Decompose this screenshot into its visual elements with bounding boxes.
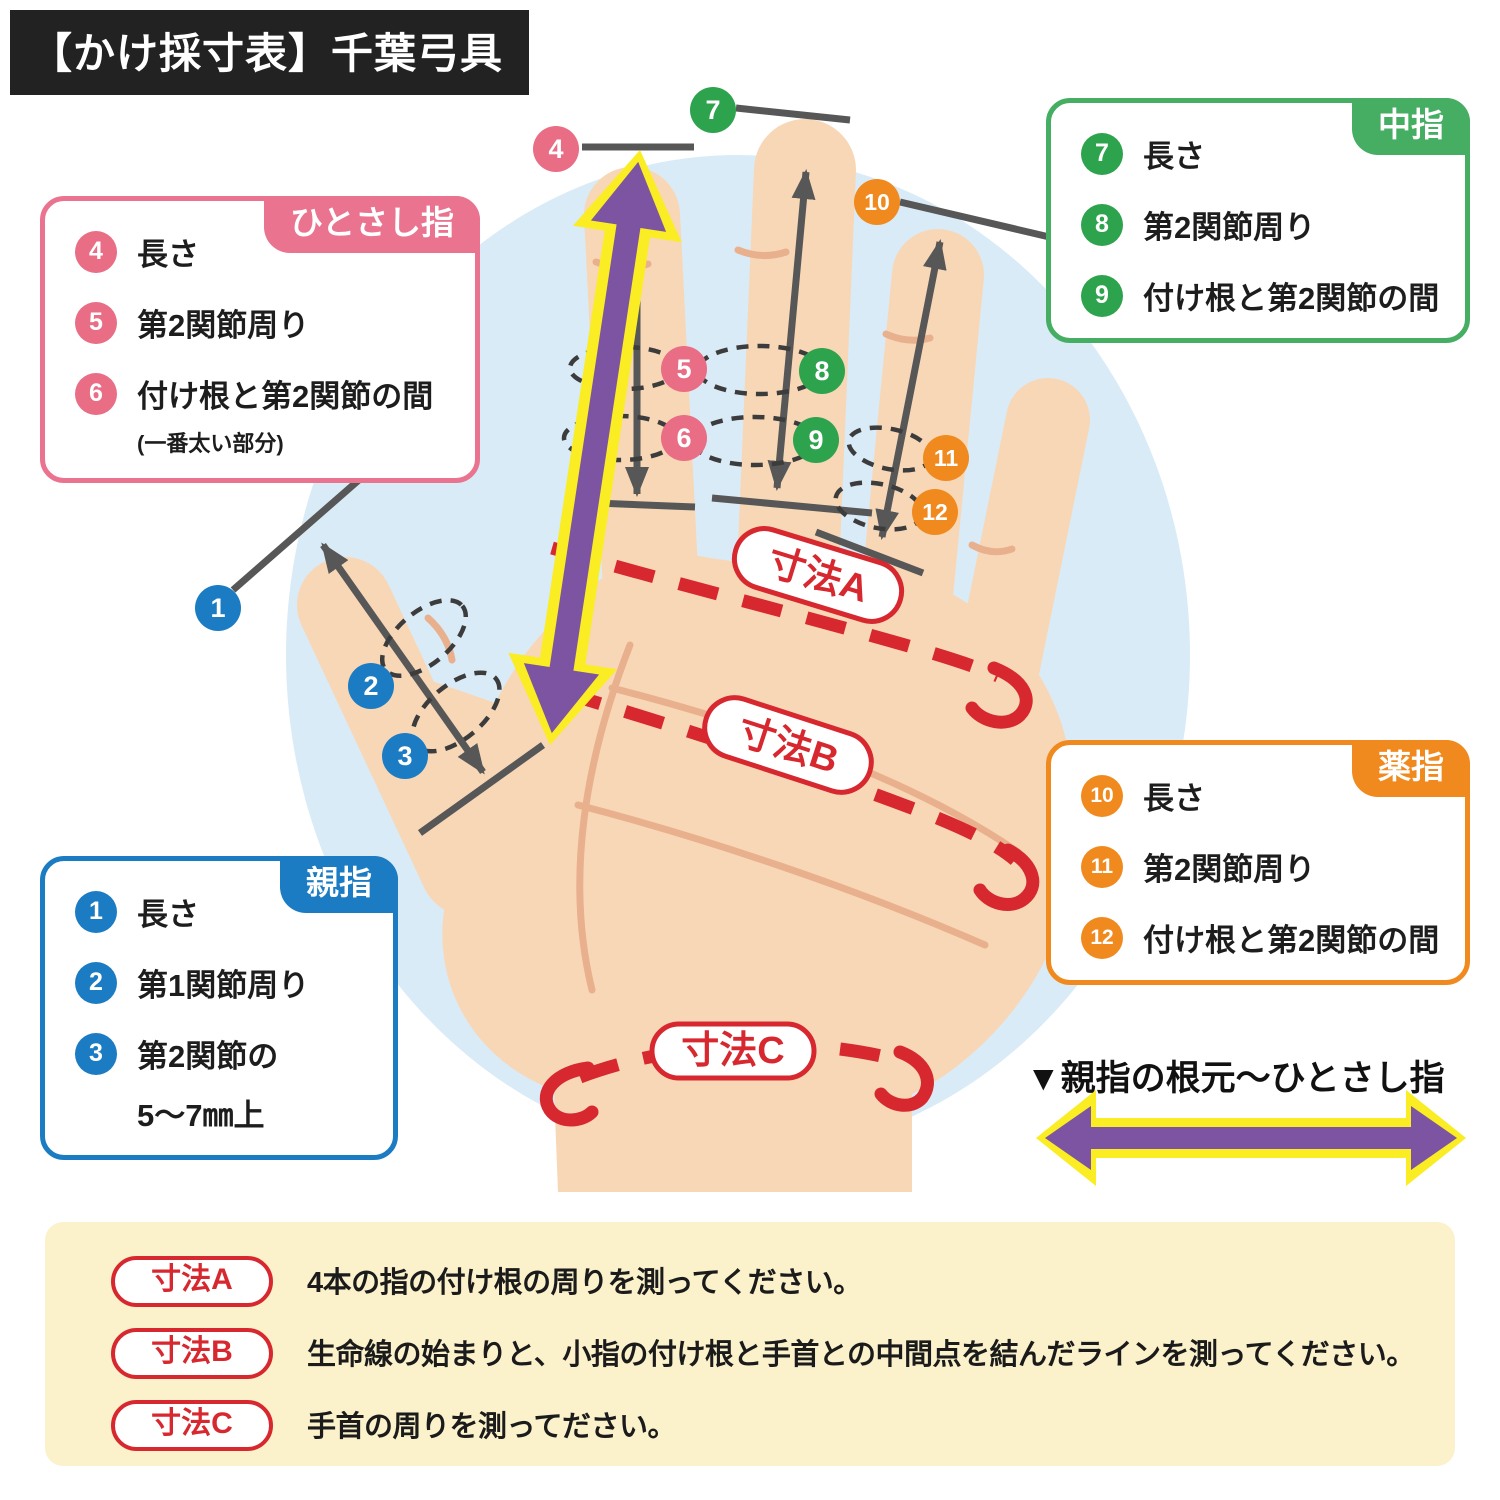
- legend-item-number: 6: [75, 372, 117, 415]
- note-text-b: 生命線の始まりと、小指の付け根と手首との中間点を結んだラインを測ってください。: [307, 1339, 1415, 1371]
- legend-item: 12 付け根と第2関節の間: [1081, 915, 1445, 960]
- legend-item-note: (一番太い部分): [137, 431, 284, 456]
- legend-item-label: 付け根と第2関節の間: [137, 379, 434, 414]
- legend-item: 2 第1関節周り: [75, 960, 373, 1005]
- legend-item: 6 付け根と第2関節の間: [75, 371, 455, 416]
- legend-item: 1 長さ: [75, 889, 373, 934]
- hand-marker-1: 1: [195, 585, 241, 631]
- note-row-b: 寸法B 生命線の始まりと、小指の付け根と手首との中間点を結んだラインを測ってくだ…: [111, 1328, 1425, 1379]
- note-row-c: 寸法C 手首の周りを測ってださい。: [111, 1400, 1425, 1451]
- legend-item: 3 第2関節の: [75, 1031, 373, 1076]
- dimension-line-a-hook: [965, 661, 1033, 729]
- legend-item: 4 長さ: [75, 229, 455, 274]
- dimension-line-c-left-hook: [539, 1061, 599, 1127]
- legend-item-label: 第1関節周り: [137, 968, 310, 1003]
- legend-thumb-tab: 親指: [280, 856, 398, 913]
- legend-thumb: 親指 1 長さ 2 第1関節周り 3 第2関節の 5〜7㎜上: [40, 856, 398, 1160]
- hand-marker-11: 11: [923, 435, 969, 481]
- thumb-tip-bar: [230, 476, 363, 593]
- dimension-line-c-right-hook: [874, 1045, 934, 1112]
- thumb-length-arrow: [320, 542, 486, 775]
- pinky-finger: [951, 378, 1090, 732]
- legend-item: 10 長さ: [1081, 773, 1445, 818]
- legend-item-label: 長さ: [137, 897, 199, 932]
- note-text-a: 4本の指の付け根の周りを測ってください。: [307, 1267, 862, 1299]
- thumb-base-bar: [417, 742, 546, 836]
- legend-middle-finger-tab: 中指: [1352, 98, 1470, 155]
- legend-item-number: 1: [75, 890, 117, 933]
- legend-item-label: 長さ: [1143, 139, 1205, 174]
- hand-marker-9: 9: [793, 417, 839, 463]
- legend-item-number: 3: [75, 1032, 117, 1075]
- pill-sunpo-c: 寸法C: [649, 1021, 817, 1081]
- note-tag-c: 寸法C: [111, 1400, 273, 1451]
- hand-marker-12: 12: [912, 489, 958, 535]
- legend-item-number: 7: [1081, 132, 1123, 175]
- legend-item-number: 2: [75, 961, 117, 1004]
- measure-lines: [230, 104, 1106, 836]
- middle-tip-bar: [735, 104, 851, 124]
- notes-box: 寸法A 4本の指の付け根の周りを測ってください。 寸法B 生命線の始まりと、小指…: [45, 1222, 1455, 1466]
- legend-item-number: 5: [75, 301, 117, 344]
- legend-ring-finger: 薬指 10 長さ 11 第2関節周り 12 付け根と第2関節の間: [1046, 740, 1470, 985]
- legend-item-label: 付け根と第2関節の間: [1143, 923, 1440, 958]
- legend-index-finger: ひとさし指 4 長さ 5 第2関節周り 6 付け根と第2関節の間 (一番太い部分…: [40, 196, 480, 483]
- legend-index-finger-tab: ひとさし指: [263, 196, 480, 253]
- hand-marker-7: 7: [690, 87, 736, 133]
- legend-item-label: 第2関節周り: [137, 308, 310, 343]
- note-row-a: 寸法A 4本の指の付け根の周りを測ってください。: [111, 1256, 1425, 1307]
- page-title: 【かけ採寸表】千葉弓具: [10, 10, 530, 95]
- hand-marker-8: 8: [799, 348, 845, 394]
- legend-middle-finger: 中指 7 長さ 8 第2関節周り 9 付け根と第2関節の間: [1046, 98, 1470, 343]
- legend-item-label: 長さ: [1143, 781, 1205, 816]
- legend-item: 5 第2関節周り: [75, 300, 455, 345]
- legend-item-number: 4: [75, 230, 117, 273]
- hand-marker-3: 3: [382, 733, 428, 779]
- legend-item-number: 11: [1081, 845, 1123, 888]
- palm: [442, 555, 1077, 1192]
- hand-marker-10: 10: [854, 179, 900, 225]
- dimension-line-a: [550, 541, 1001, 682]
- legend-item-label: 長さ: [137, 237, 199, 272]
- legend-item: 8 第2関節周り: [1081, 202, 1445, 247]
- note-tag-a: 寸法A: [111, 1256, 273, 1307]
- legend-item-label: 第2関節周り: [1143, 210, 1316, 245]
- hand-marker-5: 5: [661, 346, 707, 392]
- legend-item: 7 長さ: [1081, 131, 1445, 176]
- legend-item-label: 第2関節の: [137, 1039, 279, 1074]
- legend-item-number: 9: [1081, 274, 1123, 317]
- pill-sunpo-c-label: 寸法C: [681, 1030, 784, 1072]
- thumb-to-index-arrow: [1036, 1090, 1466, 1186]
- legend-item-number: 12: [1081, 916, 1123, 959]
- legend-item-number: 8: [1081, 203, 1123, 246]
- hand-marker-6: 6: [661, 415, 707, 461]
- legend-ring-finger-tab: 薬指: [1352, 740, 1470, 797]
- legend-item-label: 付け根と第2関節の間: [1143, 281, 1440, 316]
- legend-item: 9 付け根と第2関節の間: [1081, 273, 1445, 318]
- legend-item-number: 10: [1081, 774, 1123, 817]
- legend-item-note: 5〜7㎜上: [137, 1098, 265, 1133]
- middle-length-arrow: [767, 169, 816, 491]
- dimension-line-b-hook: [973, 843, 1040, 911]
- index-base-bar: [595, 499, 696, 511]
- note-text-c: 手首の周りを測ってださい。: [307, 1411, 677, 1443]
- legend-item-label: 第2関節周り: [1143, 852, 1316, 887]
- hand-marker-2: 2: [348, 663, 394, 709]
- index-span-arrow: [508, 150, 682, 745]
- thumb-to-index-label: ▼親指の根元〜ひとさし指: [1026, 1059, 1445, 1098]
- legend-item: 11 第2関節周り: [1081, 844, 1445, 889]
- hand-marker-4: 4: [533, 126, 579, 172]
- dimension-line-b: [560, 685, 1020, 865]
- note-tag-b: 寸法B: [111, 1328, 273, 1379]
- middle-base-bar: [711, 494, 873, 517]
- ring-base-bar: [814, 528, 925, 577]
